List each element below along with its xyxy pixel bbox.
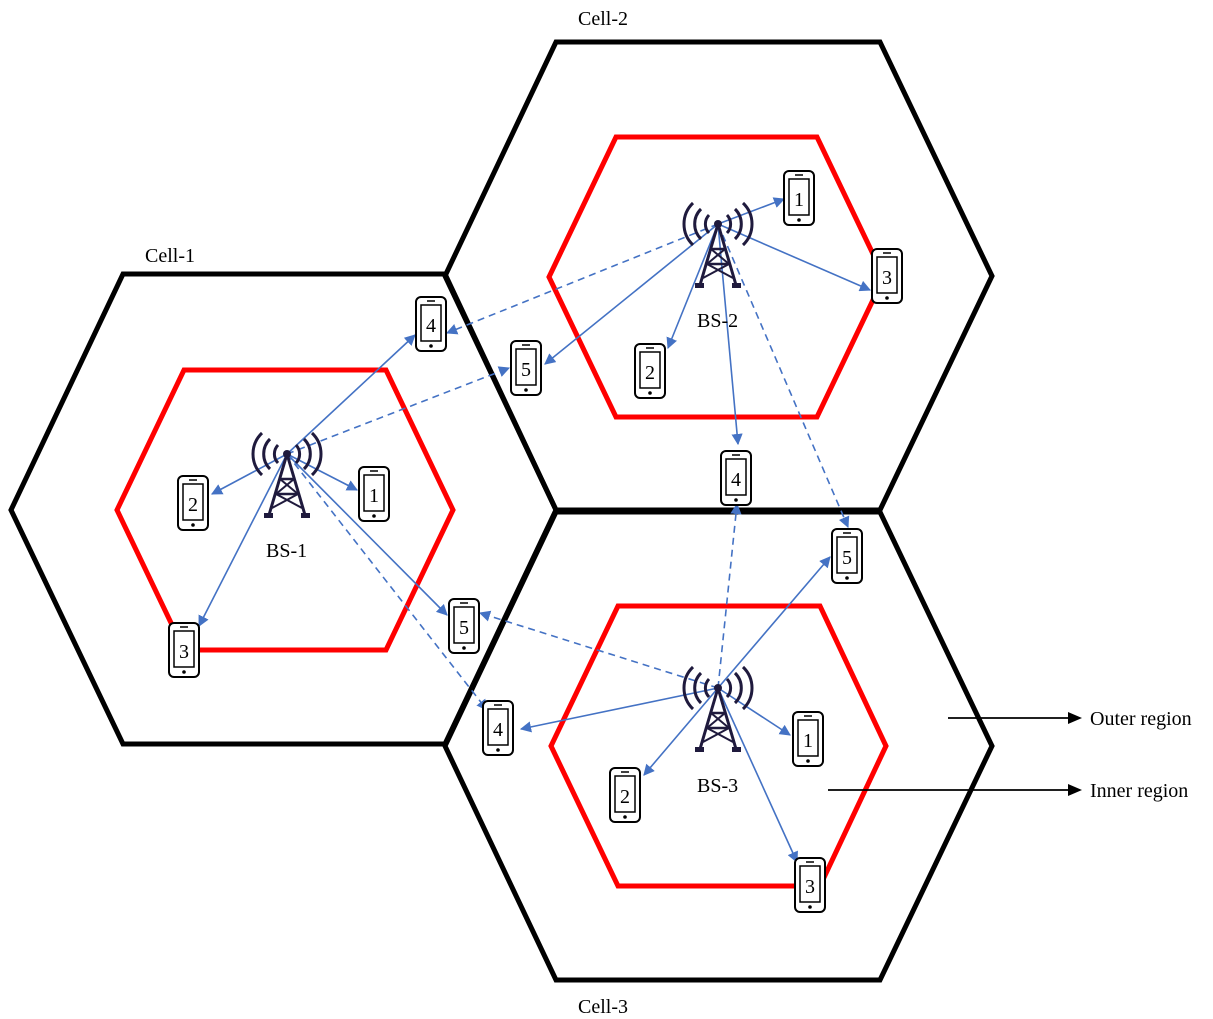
cell-1-ue-4: 4: [415, 296, 447, 352]
link-bs3-ue1: [717, 687, 791, 736]
cell-1-boundary: [8, 271, 559, 747]
cell-2-title: Cell-2: [578, 8, 628, 30]
link-bs3-ue2: [643, 687, 719, 776]
cell-3-ue-1: 1: [792, 711, 824, 767]
outer-region-arrowhead: [1068, 712, 1082, 724]
svg-text:4: 4: [731, 469, 741, 491]
cell-2-ue-3: 3: [871, 248, 903, 304]
interference-bs1-cell2-ue5: [286, 366, 511, 455]
cell-3-boundary: [442, 509, 995, 983]
inner-region-arrowhead: [1068, 784, 1082, 796]
svg-text:2: 2: [645, 362, 655, 384]
svg-text:4: 4: [493, 719, 503, 741]
cell-1-inner-region: [114, 367, 456, 653]
svg-text:3: 3: [179, 641, 189, 663]
svg-text:5: 5: [842, 547, 852, 569]
svg-text:5: 5: [459, 617, 469, 639]
cell-1-ue-3: 3: [168, 622, 200, 678]
cell-2-ue-1: 1: [783, 170, 815, 226]
link-bs3-ue5: [717, 556, 831, 689]
outer-region-label: Outer region: [1090, 708, 1192, 730]
interference-bs2-cell3-ue5: [717, 223, 850, 529]
link-bs2-ue2: [666, 223, 719, 350]
interference-bs3-cell2-ue4: [717, 502, 742, 689]
cell-2-inner-region: [546, 134, 887, 420]
cell-3-ue-3: 3: [794, 857, 826, 913]
bs-1-tower-icon: [251, 431, 323, 520]
bs-3-label: BS-3: [697, 775, 738, 797]
inner-region-label: Inner region: [1090, 780, 1188, 802]
cell-1-ue-2: 2: [177, 475, 209, 531]
link-bs2-ue4: [717, 223, 743, 446]
link-bs1-ue4: [286, 334, 416, 455]
cell-1-ue-1: 1: [358, 466, 390, 522]
cell-2-ue-4: 4: [720, 450, 752, 506]
cell-1-ue-5: 5: [448, 598, 480, 654]
cell-2-ue-5: 5: [510, 340, 542, 396]
cell-3-title: Cell-3: [578, 996, 628, 1018]
cell-2-ue-2: 2: [634, 343, 666, 399]
cell-3-inner-region: [548, 603, 889, 889]
svg-text:2: 2: [188, 494, 198, 516]
link-bs3-ue3: [717, 687, 798, 864]
bs-1-label: BS-1: [266, 540, 307, 562]
bs-2-label: BS-2: [697, 310, 738, 332]
svg-text:1: 1: [803, 730, 813, 752]
svg-text:1: 1: [369, 485, 379, 507]
interference-bs1-cell3-ue4: [286, 453, 488, 711]
cell-3-ue-4: 4: [482, 700, 514, 756]
svg-text:3: 3: [882, 267, 892, 289]
link-bs2-ue5: [544, 223, 719, 365]
interference-bs2-cell1-ue4: [445, 223, 719, 335]
svg-text:2: 2: [620, 786, 630, 808]
link-bs2-ue3: [717, 223, 872, 292]
link-bs1-ue5: [286, 453, 448, 616]
link-bs1-ue3: [198, 453, 288, 627]
svg-text:1: 1: [794, 189, 804, 211]
svg-text:5: 5: [521, 359, 531, 381]
interference-bs3-cell1-ue5: [478, 610, 719, 689]
svg-text:4: 4: [426, 315, 436, 337]
cell-3-ue-2: 2: [609, 767, 641, 823]
cell-1-title: Cell-1: [145, 245, 195, 267]
svg-text:3: 3: [805, 876, 815, 898]
cell-2-boundary: [442, 39, 995, 513]
cell-3-ue-5: 5: [831, 528, 863, 584]
